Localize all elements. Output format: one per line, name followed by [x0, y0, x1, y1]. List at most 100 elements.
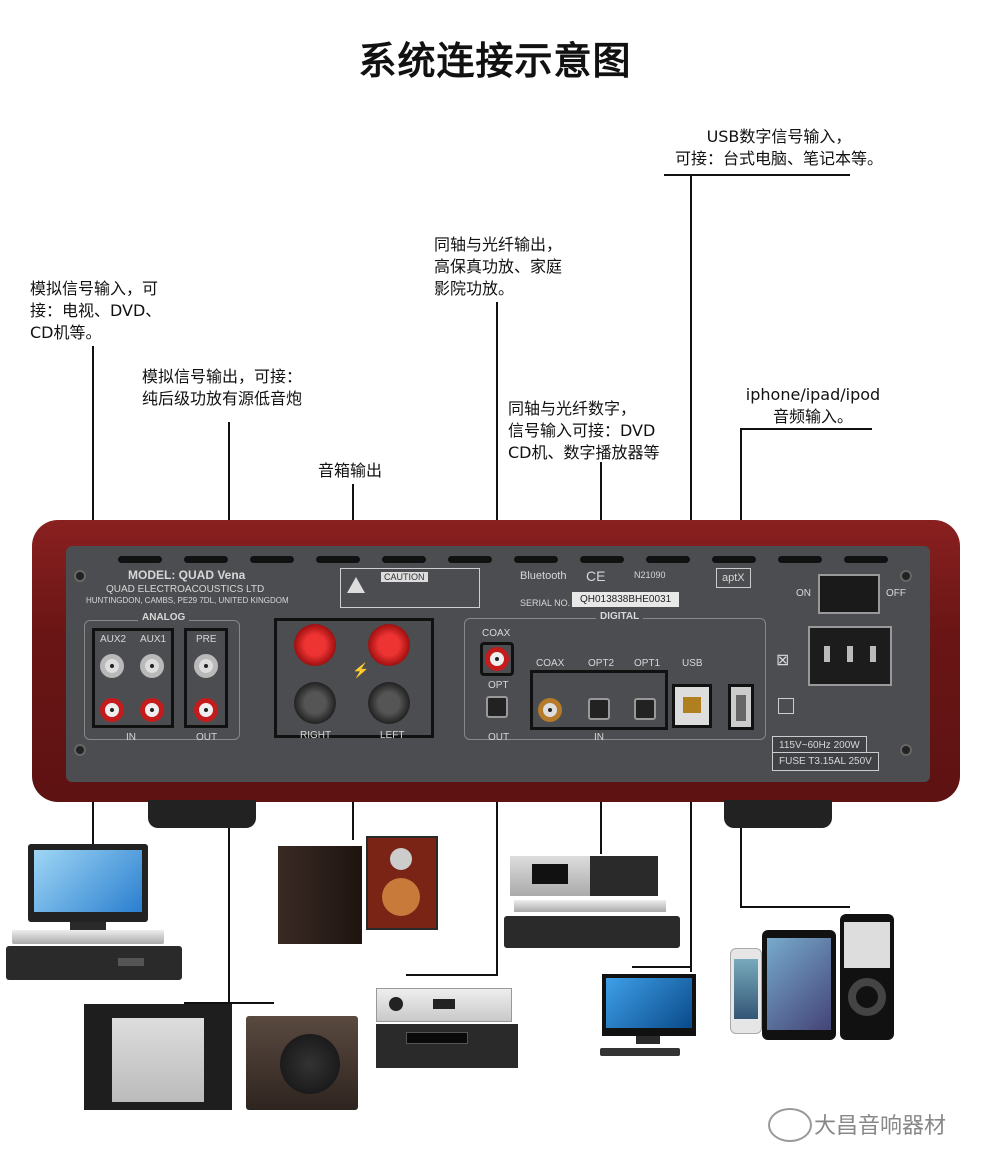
vent-slot [184, 556, 228, 563]
speaker-terminals-highlight [274, 618, 434, 738]
model-label: MODEL: QUAD Vena [128, 568, 246, 582]
analog-out-annotation: 模拟信号输出，可接： 纯后级功放有源低音炮 [142, 367, 303, 408]
address-label: HUNTINGDON, CAMBS, PE29 7DL, UNITED KING… [86, 596, 289, 605]
pre-label: PRE [196, 634, 217, 645]
digital-in-label: IN [594, 732, 604, 743]
dvd-deck-image [514, 900, 666, 912]
speaker-back-image [278, 846, 362, 944]
vent-slot [118, 556, 162, 563]
tv-stand [70, 922, 106, 930]
iphone-leader-foot [740, 906, 850, 908]
fuse-rating: FUSE T3.15AL 250V [772, 752, 879, 771]
coax-out-label: COAX [482, 628, 511, 639]
n-code-label: N21090 [634, 570, 666, 580]
vent-slot [514, 556, 558, 563]
coax-in-label: COAX [536, 658, 565, 669]
panel-screw [74, 570, 86, 582]
analog-in-highlight [92, 628, 174, 728]
coax-opt-out-annotation: 同轴与光纤输出， 高保真功放、家庭 影院功放。 [434, 235, 563, 298]
aptx-badge: aptX [716, 568, 751, 588]
aux2-left-jack[interactable] [100, 654, 124, 678]
monitor-image [602, 974, 696, 1036]
usb-label: USB [682, 658, 703, 669]
network-player-side [590, 856, 658, 896]
vent-slot [448, 556, 492, 563]
keyboard-image [600, 1048, 680, 1056]
vent-slot [646, 556, 690, 563]
lightning-icon: ⚡ [352, 662, 370, 678]
aux1-label: AUX1 [140, 634, 167, 645]
ce-mark: CE [586, 568, 606, 584]
coax-out-jack[interactable] [485, 647, 509, 671]
power-switch[interactable] [818, 574, 880, 614]
vent-slot [778, 556, 822, 563]
vent-slot [844, 556, 888, 563]
coax-in-jack[interactable] [538, 698, 562, 722]
usb-underline [664, 174, 850, 176]
analog-out-label: OUT [196, 732, 218, 743]
monitor-stand [636, 1036, 660, 1044]
bluetooth-label: Bluetooth [520, 570, 567, 582]
digital-in-highlight [530, 670, 668, 730]
right-positive-terminal[interactable] [294, 624, 336, 666]
coax-opt-out-leader-foot [406, 974, 498, 976]
panel-screw [74, 744, 86, 756]
opt-out-port[interactable] [486, 696, 508, 718]
opt-out-label: OPT [488, 680, 509, 691]
usb-leader-foot [632, 966, 692, 968]
left-positive-terminal[interactable] [368, 624, 410, 666]
diagram-title: 系统连接示意图 [358, 39, 632, 83]
power-amp-image [84, 1004, 232, 1110]
analog-in-label: IN [126, 732, 136, 743]
right-negative-terminal[interactable] [294, 682, 336, 724]
panel-screw [900, 744, 912, 756]
weee-icon: ⊠ [776, 652, 790, 669]
power-off-label: OFF [886, 588, 906, 599]
maker-label: QUAD ELECTROACOUSTICS LTD [106, 584, 265, 595]
amplifier-foot-right [724, 800, 832, 828]
amplifier-foot-left [148, 800, 256, 828]
opt2-label: OPT2 [588, 658, 615, 669]
opt1-in-port[interactable] [634, 698, 656, 720]
dvd-player-image [12, 930, 164, 944]
av-receiver-image [376, 1024, 518, 1068]
aux1-right-jack[interactable] [140, 698, 164, 722]
pre-left-jack[interactable] [194, 654, 218, 678]
vent-slot [382, 556, 426, 563]
caution-sticker: CAUTION [340, 568, 480, 608]
warning-icon [347, 577, 365, 593]
left-negative-terminal[interactable] [368, 682, 410, 724]
digital-header: DIGITAL [596, 611, 644, 622]
cd-transport-image [504, 916, 680, 948]
iphone-image [730, 948, 762, 1034]
usb-b-port[interactable] [672, 684, 712, 728]
analog-out-leader-foot [184, 1002, 274, 1004]
aux2-label: AUX2 [100, 634, 127, 645]
usb-a-port[interactable] [728, 684, 754, 730]
class-ii-icon [778, 698, 794, 714]
usb-annotation: USB数字信号输入， 可接：台式电脑、笔记本等。 [674, 127, 883, 168]
subwoofer-image [246, 1016, 358, 1110]
iphone-underline [740, 428, 872, 430]
tv-image [28, 844, 148, 922]
serial-number: QH013838BHE0031 [572, 592, 680, 607]
ac-inlet[interactable] [808, 626, 892, 686]
analog-in-annotation: 模拟信号输入，可 接：电视、DVD、 CD机等。 [30, 279, 162, 342]
vent-slot [316, 556, 360, 563]
right-channel-label: RIGHT [300, 730, 332, 741]
opt2-in-port[interactable] [588, 698, 610, 720]
iphone-annotation: iphone/ipad/ipod 音频输入。 [745, 385, 881, 426]
left-channel-label: LEFT [380, 730, 405, 741]
vent-slot [250, 556, 294, 563]
wechat-icon [768, 1108, 812, 1142]
ipod-image [840, 914, 894, 1040]
aux1-left-jack[interactable] [140, 654, 164, 678]
digital-out-label: OUT [488, 732, 510, 743]
hifi-amp-image [376, 988, 512, 1022]
analog-out-highlight [184, 628, 228, 728]
vent-slot [712, 556, 756, 563]
speaker-front-image [366, 836, 438, 930]
aux2-right-jack[interactable] [100, 698, 124, 722]
coax-opt-in-annotation: 同轴与光纤数字， 信号输入可接：DVD CD机、数字播放器等 [508, 399, 660, 462]
pre-right-jack[interactable] [194, 698, 218, 722]
